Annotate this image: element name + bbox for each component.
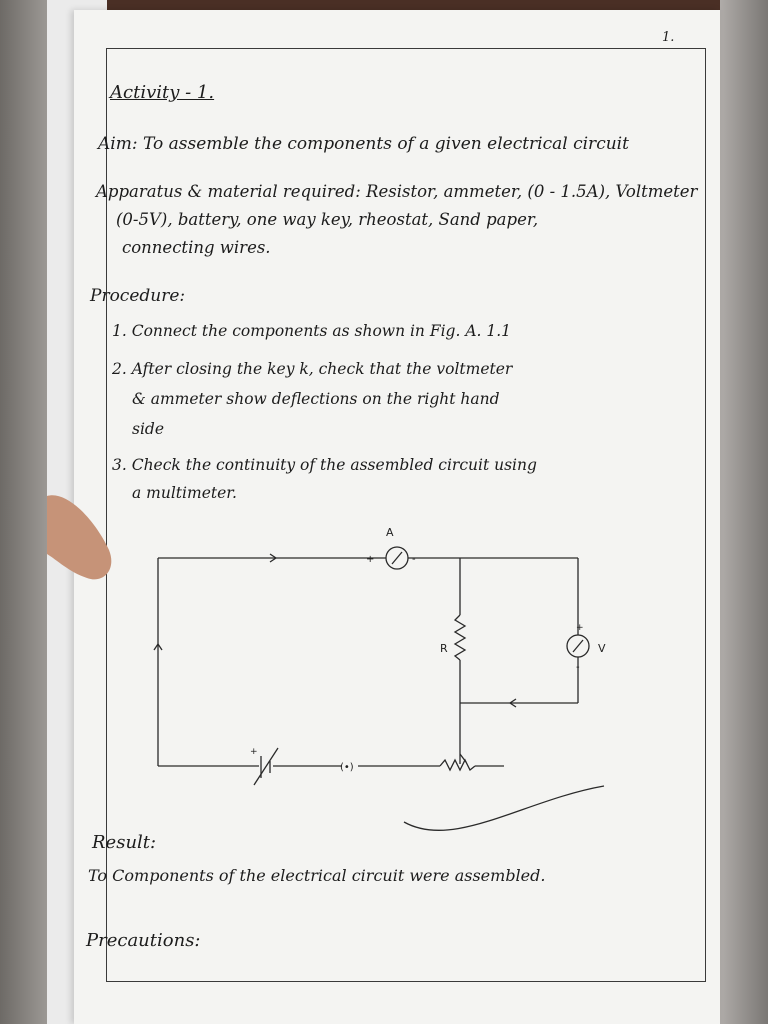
ammeter-plus: + xyxy=(366,554,374,565)
rheostat-symbol xyxy=(439,758,476,772)
procedure-heading: Procedure: xyxy=(90,286,186,306)
apparatus-line-2: (0-5V), battery, one way key, rheostat, … xyxy=(116,210,539,229)
resistor-symbol xyxy=(453,614,467,661)
resistor-label: R xyxy=(440,642,448,655)
voltmeter-plus: + xyxy=(576,623,584,633)
apparatus-line-1: Apparatus & material required: Resistor,… xyxy=(96,182,698,201)
voltmeter-minus: - xyxy=(576,662,580,673)
notebook-page: 1. Activity - 1. Aim: To assemble the co… xyxy=(74,10,720,1024)
activity-title: Activity - 1. xyxy=(110,82,215,103)
step-3-line-1: 3. Check the continuity of the assembled… xyxy=(112,456,537,474)
circuit-diagram: (•) A + - R V + - + xyxy=(153,526,606,832)
background-right xyxy=(716,0,768,1024)
arrow-return xyxy=(508,698,517,708)
step-2-line-2: & ammeter show deflections on the right … xyxy=(132,390,500,408)
voltmeter-needle xyxy=(572,639,584,653)
voltmeter-circle xyxy=(566,634,590,658)
step-2-line-3: side xyxy=(132,420,165,438)
pen-stroke xyxy=(403,785,605,832)
ammeter-label: A xyxy=(386,526,394,539)
background-left xyxy=(0,0,52,1024)
ammeter-minus: - xyxy=(412,554,416,565)
apparatus-line-3: connecting wires. xyxy=(122,238,271,257)
page-number: 1. xyxy=(662,30,675,45)
battery-variable-arrow xyxy=(253,747,279,786)
voltmeter-label: V xyxy=(598,642,606,655)
ammeter-needle xyxy=(391,551,403,565)
precautions-heading: Precautions: xyxy=(86,930,201,951)
battery-plus: + xyxy=(250,747,258,757)
result-heading: Result: xyxy=(92,832,157,853)
key-symbol: (•) xyxy=(340,762,354,773)
step-1: 1. Connect the components as shown in Fi… xyxy=(112,322,512,340)
page-margin-frame xyxy=(106,48,706,982)
rheostat-slider xyxy=(459,753,467,763)
arrow-left xyxy=(153,642,163,651)
finger-image xyxy=(47,495,112,580)
result-text: To Components of the electrical circuit … xyxy=(88,866,546,885)
ammeter-circle xyxy=(385,546,409,570)
arrow-top xyxy=(269,553,278,563)
aim-text: Aim: To assemble the components of a giv… xyxy=(98,134,629,154)
step-2-line-1: 2. After closing the key k, check that t… xyxy=(112,360,513,378)
step-3-line-2: a multimeter. xyxy=(132,484,237,502)
